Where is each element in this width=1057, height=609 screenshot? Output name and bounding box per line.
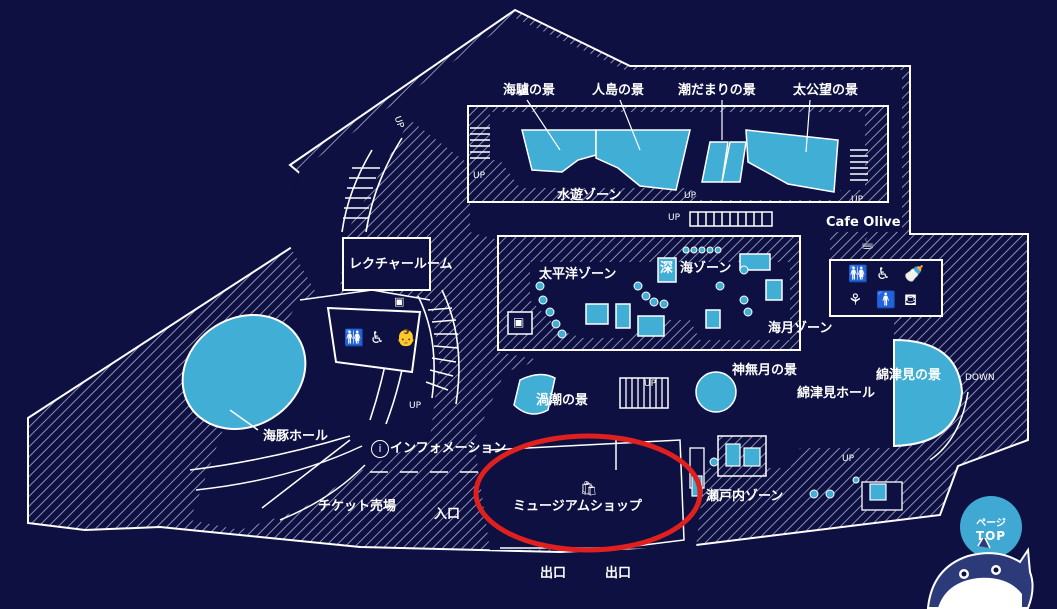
top-tank-block — [467, 99, 889, 203]
elevator-icon-center: ▣ — [513, 315, 525, 329]
label-taikoubou: 太公望の景 — [793, 83, 859, 98]
label-jinchou: 人島の景 — [592, 83, 645, 98]
label-shinkai-kanji: 深 — [660, 261, 674, 276]
label-cafe: Cafe Olive — [826, 215, 901, 230]
page-top-line1: ページ — [976, 518, 1006, 529]
nursing-room-icon: ⛾ — [904, 290, 918, 309]
up-marker-7: UP — [644, 379, 657, 389]
right-facility-box — [829, 259, 943, 317]
cafe-icon: ☕ — [860, 234, 875, 253]
wheelchair-icon: ♿ — [370, 328, 385, 347]
up-marker-2: UP — [473, 171, 486, 181]
label-watatsumi-kei: 綿津見の景 — [876, 368, 942, 383]
label-umishio: 海驢の景 — [503, 83, 556, 98]
up-marker-6: UP — [409, 401, 422, 411]
label-setouchi-zone: 瀬戸内ゾーン — [706, 489, 784, 504]
label-shinkai-zone: 海ゾーン — [680, 261, 732, 276]
up-marker-8: UP — [842, 454, 855, 464]
watatsumi-tank — [893, 338, 969, 461]
up-marker-3: UP — [684, 191, 697, 201]
left-facility-box — [326, 306, 422, 374]
label-kaigetsu-zone: 海月ゾーン — [768, 321, 833, 336]
label-kannazuki: 神無月の景 — [732, 363, 798, 378]
uzushio-area — [513, 371, 737, 415]
wheelchair-icon-right: ♿ — [876, 264, 891, 283]
restroom-icon: 🚻 — [344, 328, 364, 347]
label-lecture-room: レクチャールーム — [349, 257, 453, 272]
baby-changing-icon: ⚘ — [848, 290, 863, 309]
label-iruka-hall: 海豚ホール — [263, 429, 329, 444]
label-information: インフォメーション — [390, 441, 507, 456]
lecture-room-box — [342, 237, 431, 291]
upper-stairs — [689, 211, 773, 227]
page-top-button[interactable]: ページ TOP — [960, 496, 1022, 558]
label-entrance: 入口 — [434, 507, 461, 522]
pacific-zone-block — [497, 235, 801, 351]
baby-bottle-icon: 🍼 — [904, 264, 924, 283]
up-marker-5: UP — [668, 213, 681, 223]
dolphin-pool — [181, 289, 431, 521]
down-marker: DOWN — [965, 373, 995, 383]
baby-icon: 👶 — [396, 328, 416, 347]
label-shiodamari: 潮だまりの景 — [678, 83, 756, 98]
label-suiyuu-zone: 水遊ゾーン — [557, 188, 622, 203]
highlight-circle — [473, 433, 703, 553]
elevator-icon: ▣ — [394, 295, 405, 308]
person-icon: 🚹 — [876, 290, 896, 309]
label-taiheiyo-zone: 太平洋ゾーン — [539, 267, 617, 282]
shop-bag-icon: 🛍 — [580, 481, 598, 497]
up-marker-4: UP — [851, 195, 864, 205]
restroom-icon-right: 🚻 — [848, 264, 868, 283]
label-uzushio: 渦潮の景 — [536, 393, 589, 408]
shark-mascot-icon — [926, 538, 1034, 609]
label-watatsumi-hall: 綿津見ホール — [797, 386, 876, 401]
label-museum-shop[interactable]: ミュージアムショップ — [513, 499, 642, 514]
info-icon: i — [371, 440, 389, 458]
label-exit-1: 出口 — [540, 566, 567, 581]
label-ticket: チケット売場 — [318, 499, 397, 514]
label-exit-2: 出口 — [605, 566, 632, 581]
